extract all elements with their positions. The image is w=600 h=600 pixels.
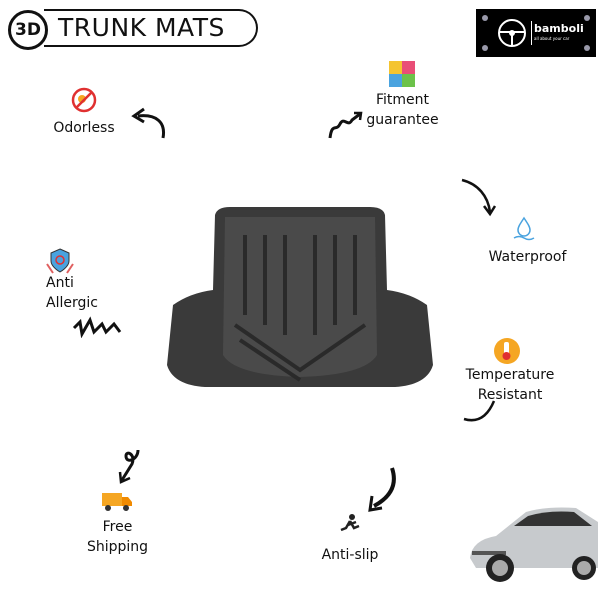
trunk-mat-image [167,207,433,387]
feature-free-shipping: Free Shipping [86,519,149,555]
shield-hands-icon [46,248,74,274]
curved-arrow-icon [463,400,496,422]
car-image [470,507,598,582]
puzzle-icon [389,61,415,87]
no-odor-icon [71,87,97,113]
thermometer-icon [494,338,520,364]
feature-fitment: Fitment guarantee [366,92,439,128]
page-title: TRUNK MATS [44,9,258,47]
curly-arrow-icon [118,449,140,484]
feature-anti-slip: Anti-slip [321,547,379,563]
squiggle-icon [72,316,122,338]
curved-arrow-icon [461,178,497,217]
brand-logo: bamboli all about your car [476,9,596,57]
curved-arrow-icon [368,467,396,512]
logo-name: bamboli [534,22,584,35]
squiggle-arrow-icon [328,111,363,139]
slipping-person-icon [340,514,360,532]
feature-odorless: Odorless [53,120,115,136]
water-drop-icon [513,216,535,241]
curved-arrow-icon [131,107,166,139]
delivery-truck-icon [102,493,132,511]
feature-waterproof: Waterproof [488,249,567,265]
3d-badge: 3D [8,10,48,50]
logo-tagline: all about your car [534,36,570,41]
steering-wheel-icon [498,19,526,47]
feature-anti-allergic: Anti Allergic [46,275,98,311]
feature-temperature: Temperature Resistant [465,367,555,403]
